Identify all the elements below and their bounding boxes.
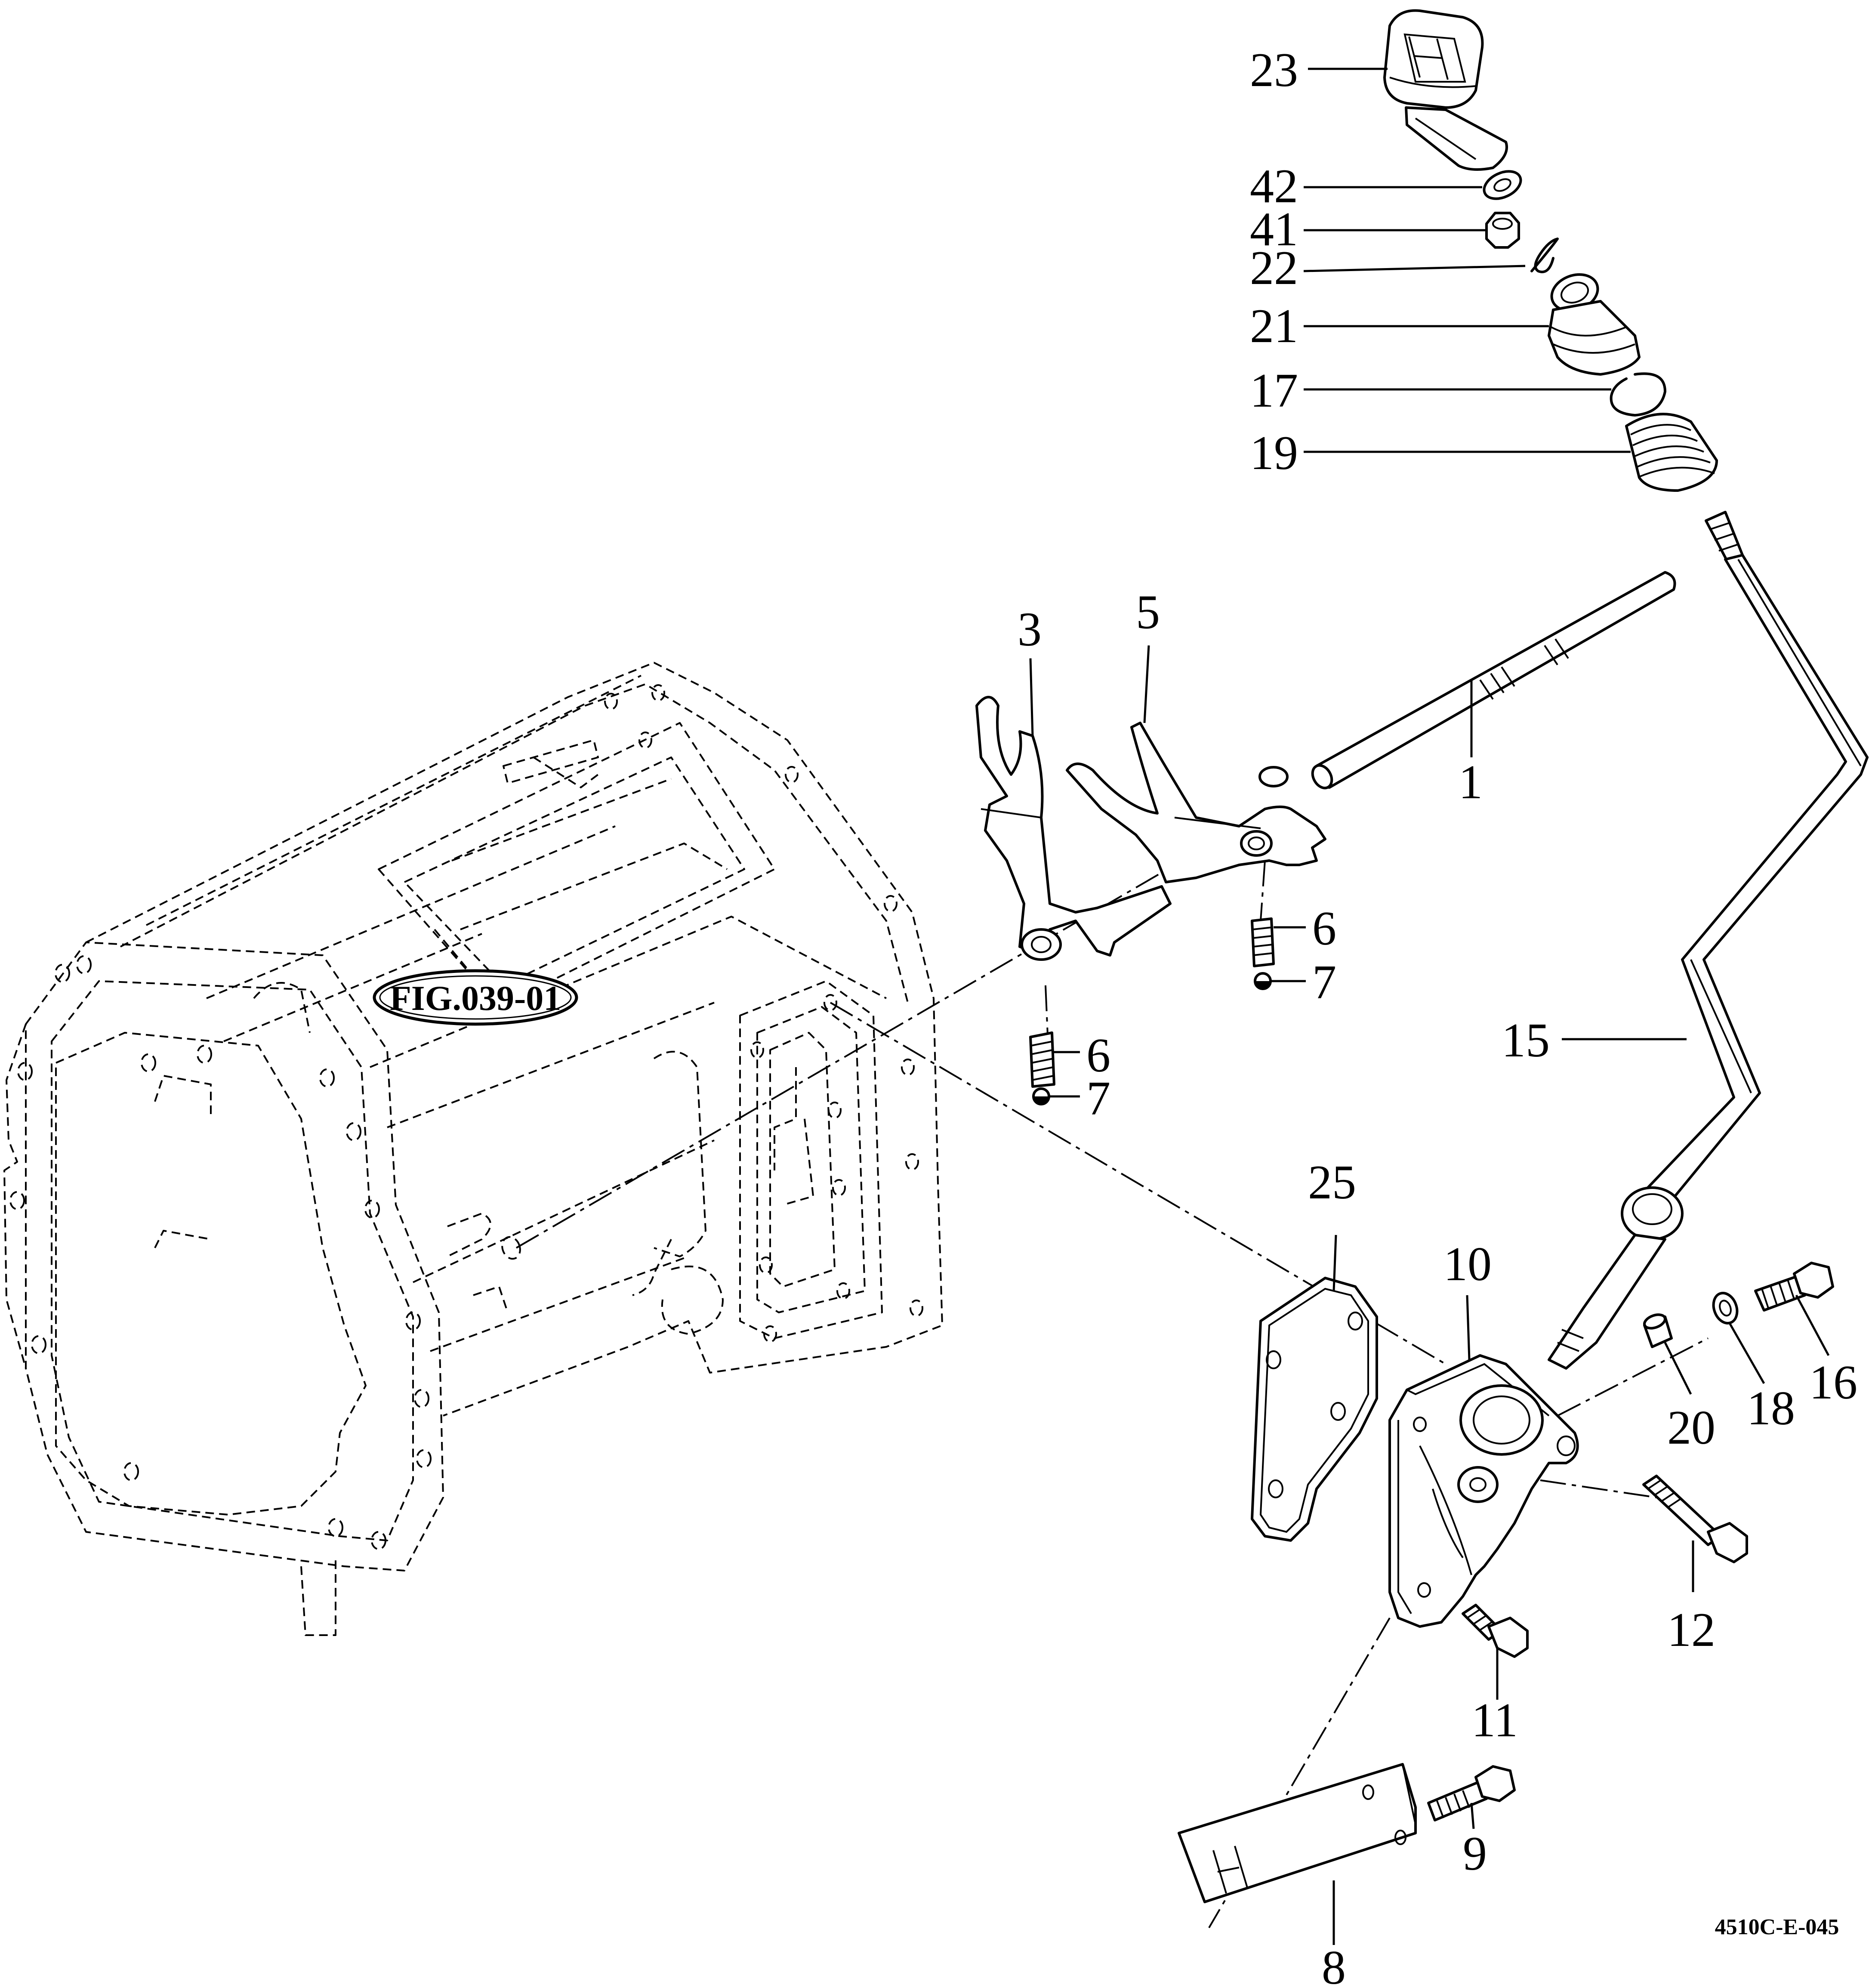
part-12-bolt bbox=[1642, 1475, 1748, 1563]
callout-1: 1 bbox=[1459, 756, 1483, 809]
flange-bolt-holes bbox=[9, 955, 432, 1550]
part-20-pin bbox=[1643, 1313, 1673, 1348]
callout-25: 25 bbox=[1308, 1156, 1356, 1209]
callout-12: 12 bbox=[1667, 1603, 1715, 1657]
alignment-lines bbox=[515, 817, 1709, 1929]
callout-19: 19 bbox=[1250, 426, 1298, 480]
part-9-bolt bbox=[1427, 1765, 1516, 1821]
callout-15: 15 bbox=[1502, 1014, 1550, 1067]
callout-16: 16 bbox=[1809, 1356, 1857, 1409]
figure-reference-label: FIG.039-01 bbox=[390, 979, 561, 1018]
part-18-washer bbox=[1712, 1292, 1739, 1324]
callout-3: 3 bbox=[1018, 603, 1042, 656]
part-41-nut bbox=[1485, 212, 1520, 249]
callout-17: 17 bbox=[1250, 364, 1298, 417]
part-1-shift-rail bbox=[1311, 571, 1676, 790]
callout-7-lower: 7 bbox=[1086, 1072, 1110, 1125]
callout-20: 20 bbox=[1667, 1401, 1715, 1454]
callout-leaders bbox=[1029, 68, 1830, 1945]
drawing-code: 4510C-E-045 bbox=[1715, 1915, 1839, 1939]
detent-spring-ball-set-b bbox=[1251, 917, 1275, 990]
callout-6-lower: 6 bbox=[1086, 1029, 1110, 1082]
part-21-rubber-boot bbox=[1548, 273, 1641, 376]
part-11-bolt bbox=[1462, 1604, 1529, 1658]
part-19-spring bbox=[1625, 413, 1718, 492]
callout-9: 9 bbox=[1463, 1827, 1487, 1880]
callout-11: 11 bbox=[1471, 1694, 1518, 1747]
callout-18: 18 bbox=[1747, 1382, 1795, 1435]
part-8-shift-pattern-plate bbox=[1178, 1763, 1417, 1903]
figure-reference-badge[interactable]: FIG.039-01 bbox=[373, 969, 578, 1026]
part-15-shift-lever bbox=[1548, 511, 1869, 1370]
callout-42: 42 bbox=[1250, 160, 1298, 213]
callout-6-upper: 6 bbox=[1312, 902, 1336, 955]
detent-spring-ball-set-a bbox=[1029, 1031, 1055, 1105]
part-17-snap-ring bbox=[1610, 372, 1666, 417]
part-16-bolt bbox=[1754, 1262, 1834, 1312]
part-23-shift-knob bbox=[1383, 9, 1508, 171]
callout-labels: 23 42 41 22 21 17 19 3 5 1 6 7 6 7 15 25… bbox=[1018, 43, 1857, 1988]
callout-41: 41 bbox=[1250, 203, 1298, 256]
part-42-washer bbox=[1483, 170, 1522, 200]
callout-10: 10 bbox=[1443, 1238, 1492, 1291]
part-5-shift-fork bbox=[1066, 722, 1326, 883]
callout-7-upper: 7 bbox=[1312, 956, 1336, 1009]
callout-5: 5 bbox=[1136, 586, 1160, 639]
callout-23: 23 bbox=[1250, 43, 1298, 97]
transmission-housing bbox=[3, 662, 943, 1636]
callout-8: 8 bbox=[1322, 1941, 1346, 1988]
part-25-gasket bbox=[1251, 1277, 1378, 1542]
callout-21: 21 bbox=[1250, 299, 1298, 353]
callout-22: 22 bbox=[1250, 241, 1298, 295]
part-3-shift-fork bbox=[975, 696, 1172, 961]
part-22-spring-clip bbox=[1530, 238, 1559, 273]
part-10-lever-housing bbox=[1388, 1354, 1579, 1628]
